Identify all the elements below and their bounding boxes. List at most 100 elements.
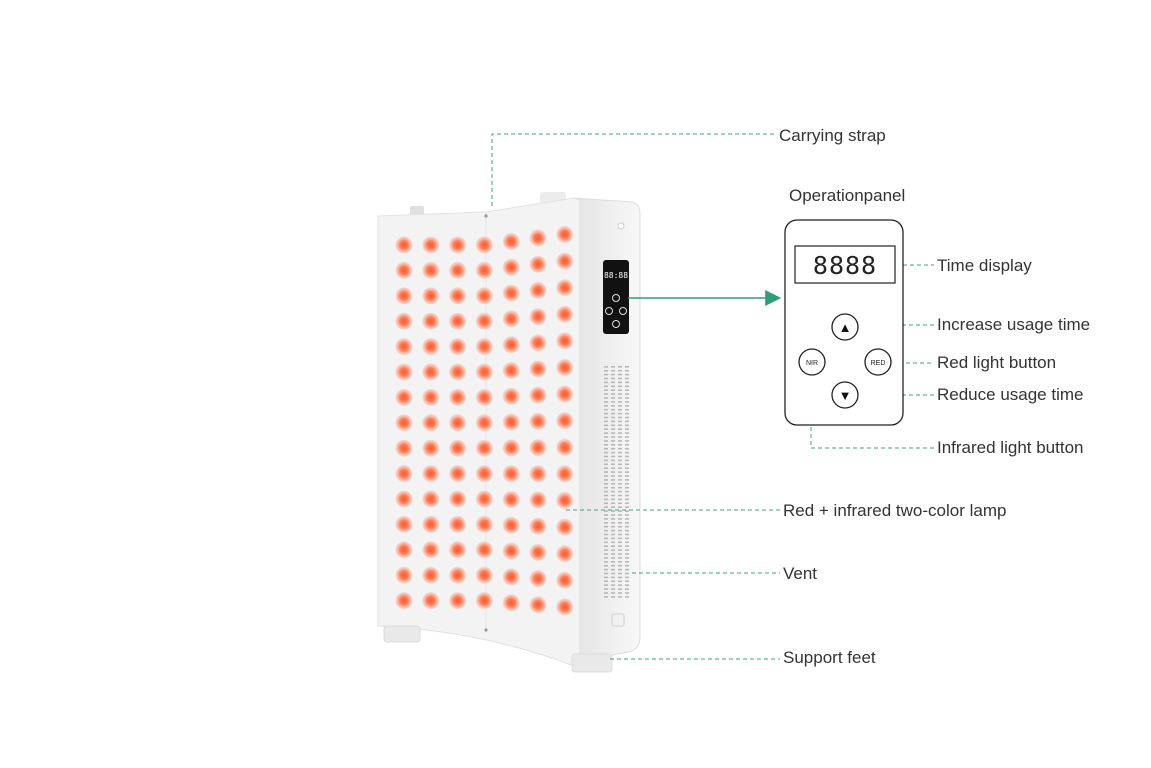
vent-slot <box>604 401 608 403</box>
led-lamp <box>556 305 574 323</box>
vent-slot <box>625 576 629 579</box>
device-down-button[interactable] <box>612 320 620 328</box>
vent-slot <box>625 451 629 454</box>
vent-slot <box>611 440 615 442</box>
vent-slot <box>611 506 615 508</box>
led-lamp <box>475 465 493 483</box>
up-arrow-icon: ▲ <box>839 320 852 335</box>
vent-slot <box>611 447 615 450</box>
vent-slot <box>618 510 622 512</box>
vent-slot <box>618 576 622 579</box>
vent-slot <box>611 467 615 469</box>
led-lamp <box>529 570 547 588</box>
vent-slot <box>611 592 615 594</box>
vent-slot <box>625 408 629 411</box>
vent-slot <box>611 389 615 391</box>
vent-slot <box>618 428 622 430</box>
led-lamp <box>556 252 574 270</box>
red-button[interactable] <box>864 348 892 376</box>
led-lamp <box>422 566 440 584</box>
led-lamp <box>529 229 547 247</box>
vent-slot <box>625 568 629 571</box>
vent-slot <box>604 588 608 590</box>
nir-button[interactable] <box>798 348 826 376</box>
increase-time-button[interactable] <box>831 313 859 341</box>
device-nir-button[interactable] <box>605 307 613 315</box>
vent-slot <box>604 572 608 575</box>
led-lamp <box>449 439 467 457</box>
device-up-button[interactable] <box>612 294 620 302</box>
device-red-button[interactable] <box>619 307 627 315</box>
vent-slot <box>611 564 615 567</box>
vent-slot <box>604 490 608 493</box>
vent-slot <box>625 420 629 423</box>
vent-slot <box>625 467 629 469</box>
vent-slot <box>611 537 615 540</box>
time-display-digits: 8888 <box>813 251 877 280</box>
reduce-time-button[interactable] <box>831 381 859 409</box>
vent-slot <box>604 428 608 430</box>
vent-slot <box>625 479 629 481</box>
vent-slot <box>604 568 608 571</box>
led-lamp <box>475 515 493 533</box>
vent-slot <box>625 393 629 395</box>
power-socket-icon <box>617 222 625 230</box>
vent-slot <box>618 397 622 399</box>
led-lamp <box>556 465 574 483</box>
vent-slot <box>604 366 608 368</box>
vent-slot <box>604 502 608 505</box>
vent-slot <box>604 557 608 559</box>
vent-slot <box>611 580 615 583</box>
vent-slot <box>618 401 622 403</box>
vent-slot <box>618 549 622 551</box>
vent-slot <box>618 467 622 469</box>
vent-slot <box>618 369 622 372</box>
vent-slot <box>611 557 615 559</box>
led-lamp <box>449 592 467 610</box>
led-lamp <box>475 388 493 406</box>
led-lamp <box>422 312 440 330</box>
vent-slot <box>604 506 608 508</box>
vent-slot <box>611 502 615 505</box>
vent-slot <box>611 561 615 563</box>
vent-slot <box>604 471 608 473</box>
vent-slot <box>625 416 629 419</box>
vent-slot <box>604 467 608 469</box>
led-lamp <box>422 261 440 279</box>
led-lamp <box>502 439 520 457</box>
led-lamp <box>449 363 467 381</box>
vent-slot <box>604 522 608 524</box>
power-switch-icon[interactable] <box>611 613 625 627</box>
vent-slot <box>611 529 615 532</box>
vent-slot <box>618 381 622 384</box>
vent-slot <box>604 596 608 598</box>
vent-slot <box>604 510 608 512</box>
device-control-panel <box>603 260 629 334</box>
led-lamp <box>529 491 547 509</box>
vent-slot <box>604 444 608 446</box>
led-lamp <box>556 412 574 430</box>
vent-slot <box>625 412 629 415</box>
vent-slot <box>625 440 629 442</box>
led-lamp <box>449 388 467 406</box>
vent-slot <box>611 553 615 555</box>
vent-slot <box>611 510 615 512</box>
led-lamp <box>556 279 574 297</box>
led-lamp <box>529 281 547 299</box>
vent-slot <box>625 533 629 536</box>
led-lamp <box>395 566 413 584</box>
led-lamp <box>529 360 547 378</box>
vent-slot <box>604 592 608 594</box>
vent-slot <box>604 424 608 427</box>
vent-slot <box>604 432 608 434</box>
vent-slot <box>618 479 622 481</box>
nir-button-label: NIR <box>806 360 818 367</box>
vent-slot <box>611 483 615 485</box>
led-lamp <box>395 363 413 381</box>
vent-slot <box>604 494 608 497</box>
vent-slot <box>611 455 615 458</box>
vent-slot <box>625 366 629 368</box>
vent-slot <box>625 401 629 403</box>
red-button-label: RED <box>871 360 886 367</box>
vent-slot <box>618 522 622 524</box>
